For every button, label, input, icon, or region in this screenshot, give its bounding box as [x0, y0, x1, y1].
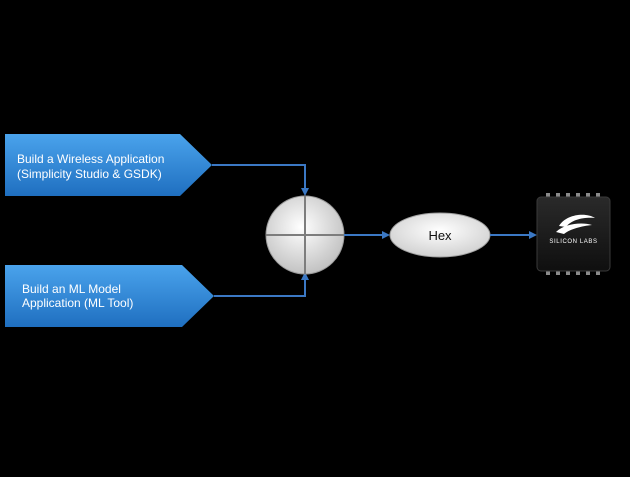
- summing-junction-icon: [265, 195, 345, 275]
- hex-output-node: Hex: [389, 212, 491, 258]
- silicon-labs-chip: SILICON LABS: [536, 193, 611, 275]
- connector-input-1: [212, 164, 309, 196]
- chip-logo-text: SILICON LABS: [549, 239, 597, 245]
- input-1-line-1: Build a Wireless Application: [17, 152, 164, 166]
- pentagon-shape: [5, 134, 212, 196]
- input-block-ml-model-app: Build an ML Model Application (ML Tool): [5, 265, 214, 327]
- input-2-line-2: Application (ML Tool): [22, 296, 133, 310]
- input-1-line-2: (Simplicity Studio & GSDK): [17, 167, 162, 181]
- silicon-labs-logo-icon: SILICON LABS: [549, 214, 597, 245]
- connector-input-2: [214, 272, 309, 297]
- chip-body: [536, 196, 611, 272]
- input-2-line-1: Build an ML Model: [22, 282, 121, 296]
- hex-label: Hex: [428, 228, 452, 243]
- pentagon-shape: [5, 265, 214, 327]
- chip-pins: [546, 193, 600, 275]
- input-block-wireless-app: Build a Wireless Application (Simplicity…: [5, 134, 212, 196]
